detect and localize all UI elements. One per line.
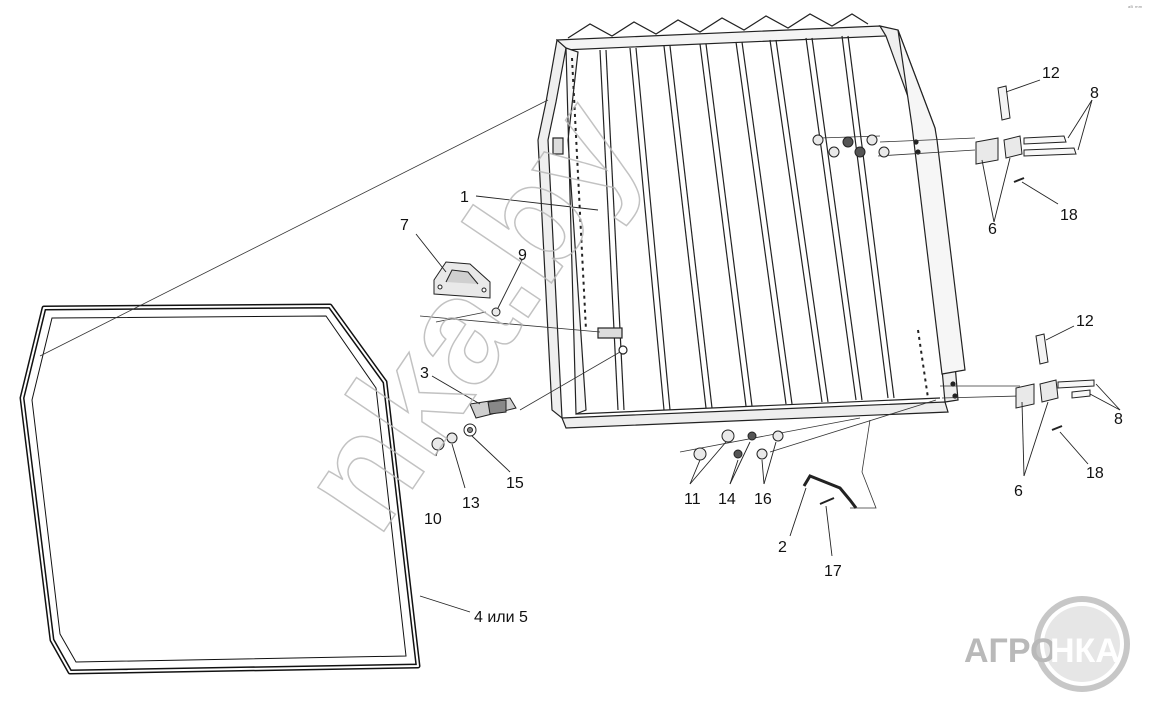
callout-6b: 6 (1014, 483, 1023, 500)
callout-16: 16 (754, 491, 772, 508)
cotter-pin-17 (819, 497, 835, 505)
logo-text-right: НКА (1050, 632, 1120, 670)
callout-7: 7 (400, 217, 409, 234)
nut-11b (693, 447, 707, 461)
callout-3: 3 (420, 365, 429, 382)
small-parts (431, 85, 1095, 509)
hinge-upper (975, 137, 999, 165)
callout-13: 13 (462, 495, 480, 512)
nut-11a (721, 429, 735, 443)
screw-9 (491, 307, 501, 317)
washer-14b (733, 449, 743, 459)
washer-13 (446, 432, 458, 444)
pin-upper (997, 85, 1011, 121)
pin-lower (1035, 333, 1049, 365)
callout-18a: 18 (1060, 207, 1078, 224)
logo-text-left: АГРО (964, 632, 1057, 670)
rod-2 (802, 474, 858, 509)
callout-8a: 8 (1090, 85, 1099, 102)
leader-lines (415, 79, 1121, 613)
callout-14: 14 (718, 491, 736, 508)
washer-16b (756, 448, 768, 460)
callout-6a: 6 (988, 221, 997, 238)
washer-14a (747, 431, 757, 441)
callout-15: 15 (506, 475, 524, 492)
agronka-logo: АГРО НКА (964, 596, 1130, 692)
callout-1: 1 (460, 189, 469, 206)
projection-lines (39, 99, 1021, 509)
callout-12b: 12 (1076, 313, 1094, 330)
callout-11: 11 (684, 491, 701, 508)
hinge-lower (1015, 383, 1035, 409)
callout-10: 10 (424, 511, 442, 528)
callout-18b: 18 (1086, 465, 1104, 482)
callout-12a: 12 (1042, 65, 1060, 82)
callout-17: 17 (824, 563, 842, 580)
callout-4-5: 4 или 5 (474, 609, 528, 626)
washer-16a (772, 430, 784, 442)
glass-panel (19, 303, 421, 675)
callout-2: 2 (778, 539, 787, 556)
watermark-text: nka.by (265, 70, 670, 558)
callout-8b: 8 (1114, 411, 1123, 428)
callout-labels: 1 2 3 4 или 5 6 6 7 8 8 9 10 11 12 12 13… (400, 65, 1123, 626)
door-frame-assembly (537, 13, 966, 429)
corner-mark: ᵃᴮ ᵐᵐ (1128, 5, 1143, 12)
callout-9: 9 (518, 247, 527, 264)
